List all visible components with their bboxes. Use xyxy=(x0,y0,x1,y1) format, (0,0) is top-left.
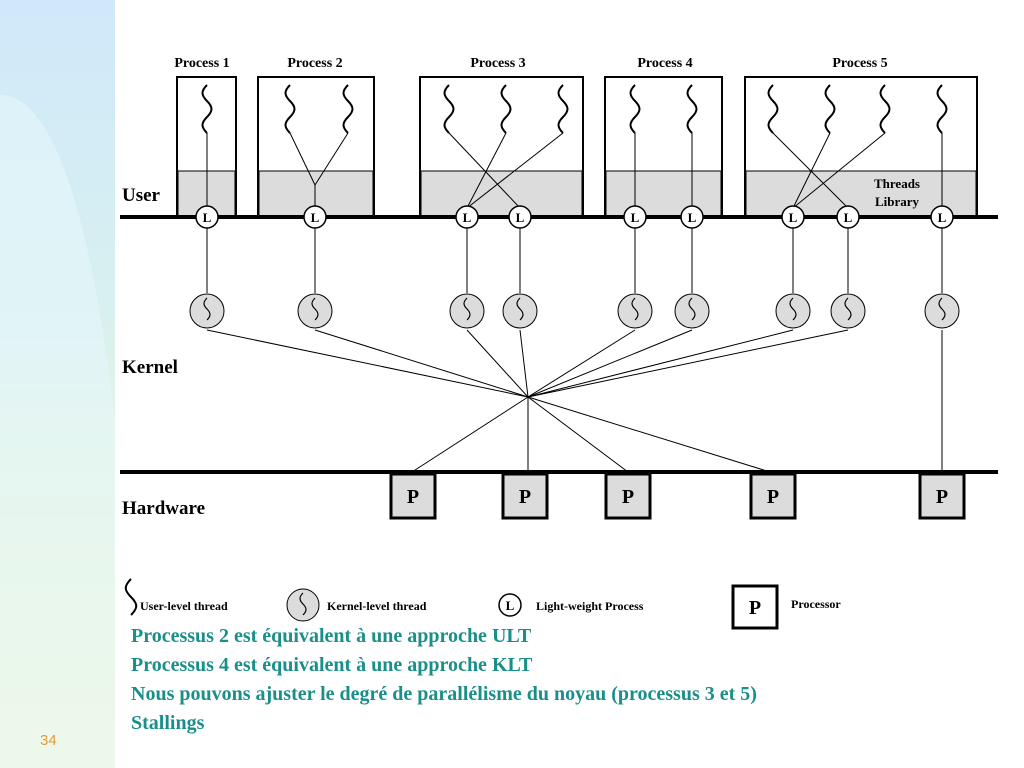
kernel-thread-icon xyxy=(297,293,333,329)
lwp-kernel-links xyxy=(206,228,943,293)
process-3-label: Process 3 xyxy=(470,56,525,71)
svg-text:L: L xyxy=(506,598,515,613)
user-threads xyxy=(201,84,948,134)
legend-processor-icon xyxy=(731,584,779,630)
legend-lwp-label: Light-weight Process xyxy=(536,599,644,613)
slide-number: 34 xyxy=(40,732,57,749)
kernel-thread-icon xyxy=(674,293,710,329)
layer-label-kernel: Kernel xyxy=(122,357,178,378)
svg-text:P: P xyxy=(407,486,419,508)
caption-line-3: Nous pouvons ajuster le degré de parallé… xyxy=(131,683,757,705)
svg-text:L: L xyxy=(311,210,320,225)
svg-text:L: L xyxy=(516,210,525,225)
legend: User-level thread Kernel-level thread L … xyxy=(124,578,841,630)
layer-label-user: User xyxy=(122,185,161,206)
kernel-thread-icon xyxy=(617,293,653,329)
lwp-icon: L xyxy=(680,205,704,229)
user-thread-icon xyxy=(500,84,512,134)
processor-box: P xyxy=(501,472,549,520)
svg-text:P: P xyxy=(749,597,761,619)
svg-text:L: L xyxy=(844,210,853,225)
user-thread-icon xyxy=(767,84,779,134)
svg-text:P: P xyxy=(767,486,779,508)
legend-kernel-thread-label: Kernel-level thread xyxy=(327,599,427,613)
kernel-thread-icon xyxy=(189,293,225,329)
processor-box: P xyxy=(389,472,437,520)
svg-text:L: L xyxy=(938,210,947,225)
caption-line-4: Stallings xyxy=(131,712,205,734)
lwp-icon: L xyxy=(455,205,479,229)
user-thread-icon xyxy=(201,84,213,134)
processor-box: P xyxy=(604,472,652,520)
caption-line-2: Processus 4 est équivalent à une approch… xyxy=(131,654,533,676)
svg-text:L: L xyxy=(688,210,697,225)
legend-lwp-icon xyxy=(498,593,522,617)
lwps: L L L L L L L L L xyxy=(195,205,954,229)
process-1-label: Process 1 xyxy=(174,56,229,71)
lwp-icon: L xyxy=(195,205,219,229)
svg-text:P: P xyxy=(936,486,948,508)
svg-text:P: P xyxy=(622,486,634,508)
legend-kernel-thread-icon xyxy=(286,588,320,622)
user-thread-icon xyxy=(443,84,455,134)
svg-text:L: L xyxy=(463,210,472,225)
user-thread-icon xyxy=(936,84,948,134)
kernel-threads xyxy=(189,293,960,329)
processor-box: P xyxy=(749,472,797,520)
caption-line-1: Processus 2 est équivalent à une approch… xyxy=(131,625,532,647)
user-thread-icon xyxy=(879,84,891,134)
kernel-thread-icon xyxy=(502,293,538,329)
process-5-label: Process 5 xyxy=(832,56,887,71)
user-thread-icon xyxy=(284,84,296,134)
threads-library-label-line1: Threads xyxy=(874,176,920,191)
legend-processor-label: Processor xyxy=(791,597,841,611)
lwp-icon: L xyxy=(303,205,327,229)
legend-user-thread-label: User-level thread xyxy=(140,599,228,613)
processors: P P P P P xyxy=(389,472,966,520)
svg-text:L: L xyxy=(203,210,212,225)
kernel-thread-icon xyxy=(830,293,866,329)
layer-label-hardware: Hardware xyxy=(122,498,205,519)
processor-box: P xyxy=(918,472,966,520)
process-4-label: Process 4 xyxy=(637,56,692,71)
user-thread-icon xyxy=(686,84,698,134)
lwp-icon: L xyxy=(623,205,647,229)
svg-text:L: L xyxy=(631,210,640,225)
thread-lwp-links xyxy=(206,132,943,209)
user-thread-icon xyxy=(629,84,641,134)
svg-text:L: L xyxy=(789,210,798,225)
kernel-thread-icon xyxy=(775,293,811,329)
lwp-icon: L xyxy=(508,205,532,229)
kernel-thread-icon xyxy=(924,293,960,329)
kernel-thread-icon xyxy=(449,293,485,329)
legend-user-thread-icon xyxy=(124,578,138,616)
slide-decoration-curve xyxy=(0,95,115,768)
lwp-icon: L xyxy=(930,205,954,229)
process-2-label: Process 2 xyxy=(287,56,342,71)
lwp-icon: L xyxy=(836,205,860,229)
user-thread-icon xyxy=(342,84,354,134)
kernel-processor-links xyxy=(206,329,943,473)
svg-text:P: P xyxy=(519,486,531,508)
lwp-icon: L xyxy=(781,205,805,229)
user-thread-icon xyxy=(824,84,836,134)
user-thread-icon xyxy=(557,84,569,134)
threads-library-label-line2: Library xyxy=(875,194,920,209)
